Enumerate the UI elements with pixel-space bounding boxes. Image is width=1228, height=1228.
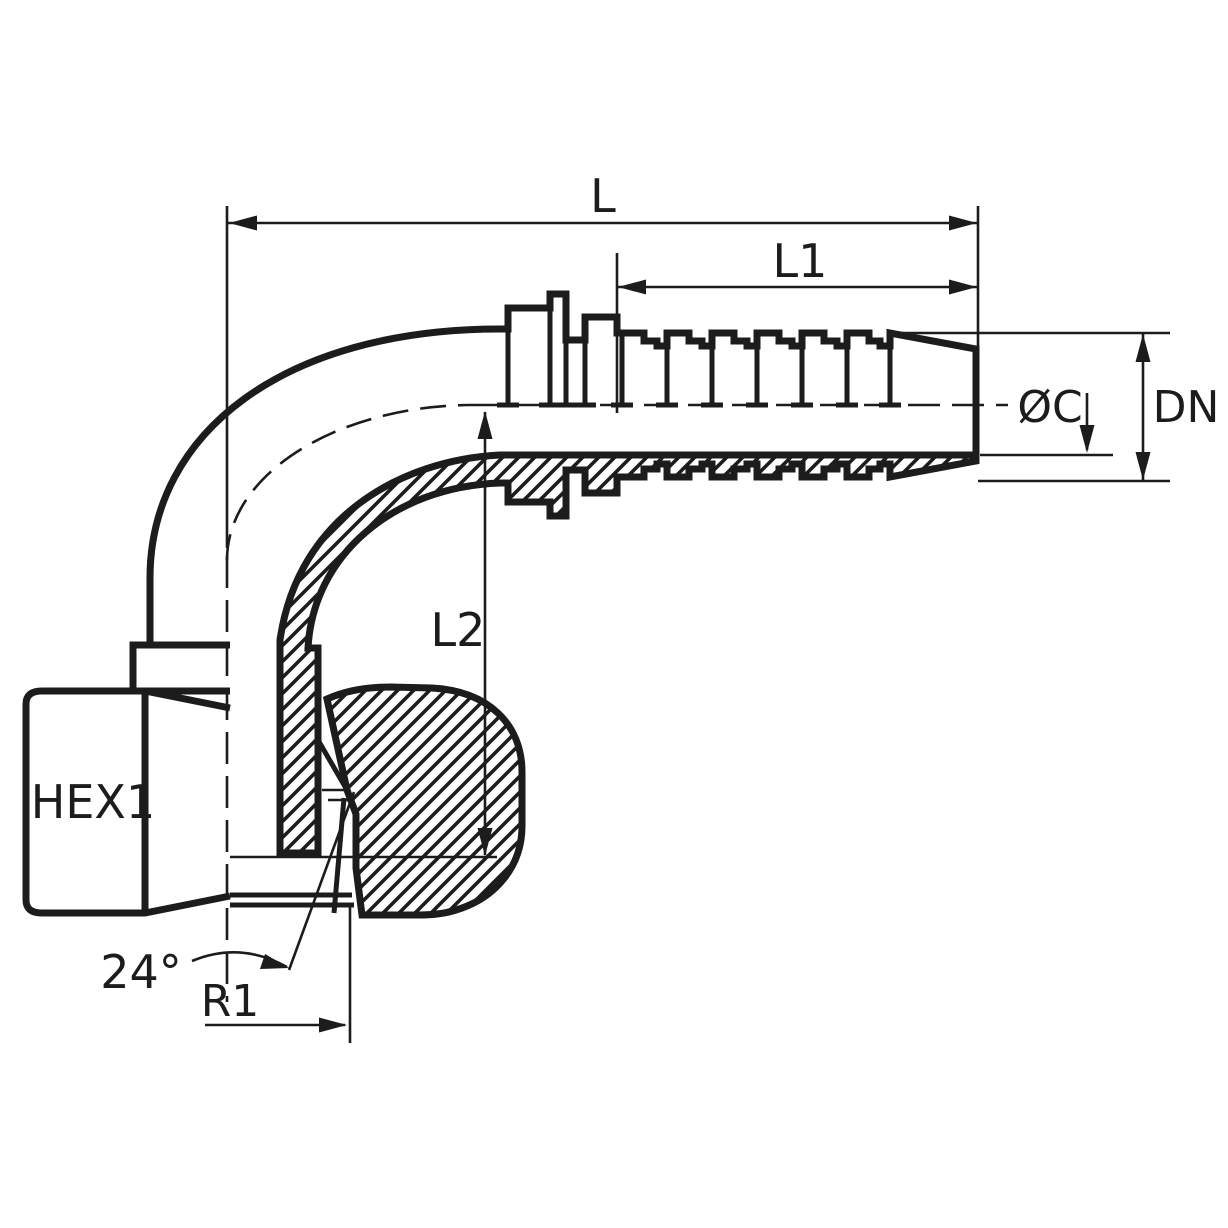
body-nose-section bbox=[322, 683, 526, 919]
angle-leader-line bbox=[287, 791, 356, 971]
nut-bottom-edges bbox=[230, 892, 354, 908]
dimension-DN: DN bbox=[893, 331, 1220, 483]
arrowhead bbox=[319, 1017, 347, 1033]
arrowhead bbox=[1135, 334, 1151, 362]
arrowhead bbox=[1079, 425, 1095, 453]
dim-label-nominal-bore: DN bbox=[1153, 382, 1220, 433]
hex-nut-outline bbox=[22, 687, 231, 917]
dimension-angle: 24° bbox=[100, 791, 356, 999]
dim-label-overall-length: L bbox=[590, 169, 616, 223]
dim-label-hex-flats: HEX1 bbox=[31, 775, 155, 829]
dimension-L2: L2 bbox=[230, 411, 497, 859]
dim-label-tail-length: L1 bbox=[773, 234, 828, 288]
dimension-L: L bbox=[228, 169, 980, 352]
barb-edge-lines bbox=[505, 296, 893, 403]
arrowhead bbox=[618, 279, 646, 295]
body-section-wall bbox=[276, 451, 980, 857]
arrowhead bbox=[477, 828, 493, 856]
cone-seat-edge bbox=[315, 738, 350, 792]
dim-label-seat-angle: 24° bbox=[100, 945, 182, 999]
arrowhead bbox=[1135, 452, 1151, 480]
shank-top-profile bbox=[146, 290, 980, 645]
arrowhead bbox=[229, 215, 257, 231]
arrowhead bbox=[477, 411, 493, 439]
hex-label-group: HEX1 bbox=[31, 775, 155, 829]
fitting-outline bbox=[22, 290, 980, 917]
arrowhead bbox=[260, 954, 289, 969]
dimension-OC: ØC bbox=[980, 382, 1113, 457]
dim-label-drop-height: L2 bbox=[431, 603, 486, 657]
washer-outline bbox=[129, 641, 230, 695]
dimension-L1: L1 bbox=[615, 234, 977, 413]
arrowhead bbox=[949, 215, 977, 231]
arrowhead bbox=[949, 279, 977, 295]
dim-label-bend-radius: R1 bbox=[201, 976, 260, 1027]
dimension-R1: R1 bbox=[201, 905, 352, 1043]
section-hatching bbox=[276, 451, 980, 919]
dim-label-hose-bore: ØC bbox=[1017, 382, 1082, 433]
bend-centerline bbox=[225, 403, 469, 561]
